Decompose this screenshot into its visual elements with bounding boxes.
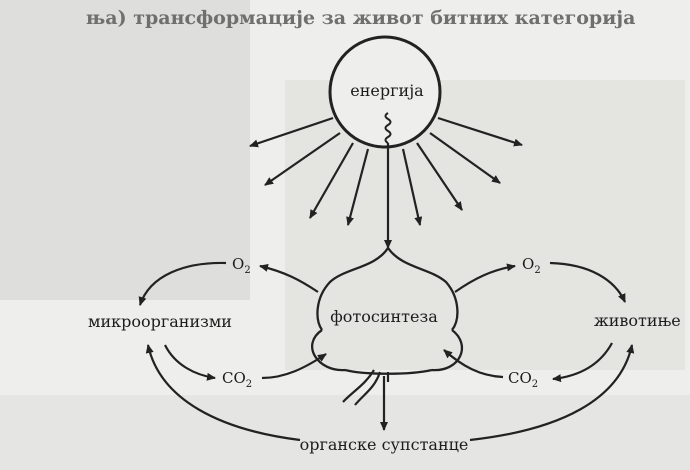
ray-7 [429, 132, 501, 184]
co2-left: CO2 [222, 369, 252, 390]
o2-left-sub: 2 [244, 265, 250, 276]
co2-left-base: CO [222, 369, 246, 387]
arrow-organic-to-animals [469, 344, 635, 442]
energy-label: енергија [350, 81, 424, 100]
energy-sun-circle [328, 35, 442, 149]
arrow-photosynthesis-to-o2-right [454, 263, 516, 293]
o2-right: O2 [522, 255, 541, 276]
co2-right: CO2 [508, 369, 538, 390]
arrow-co2-to-photosynthesis-right [443, 349, 504, 379]
ray-2 [264, 132, 341, 186]
o2-right-sub: 2 [534, 265, 540, 276]
arrow-o2-to-animals [549, 261, 627, 303]
cycle-arrows [138, 261, 635, 442]
ray-6 [416, 142, 463, 211]
ray-8 [437, 116, 523, 147]
arrow-microorganisms-to-co2 [164, 344, 216, 381]
ray-1 [249, 116, 334, 148]
arrow-photosynthesis-to-o2-left [259, 263, 319, 293]
energy-wave [384, 112, 392, 144]
ray-5 [401, 148, 423, 226]
o2-right-base: O [522, 255, 534, 273]
co2-left-sub: 2 [246, 379, 252, 390]
svg-text:O2: O2 [522, 255, 541, 276]
ray-3 [309, 142, 354, 219]
plant-roots [342, 369, 390, 406]
microorganisms-label: микроорганизми [88, 312, 232, 331]
svg-text:O2: O2 [232, 255, 251, 276]
co2-right-sub: 2 [532, 379, 538, 390]
arrow-co2-to-photosynthesis-left [261, 353, 327, 380]
animals-label: животиње [594, 311, 681, 330]
svg-text:CO2: CO2 [222, 369, 252, 390]
o2-left: O2 [232, 255, 251, 276]
photosynthesis-label: фотосинтеза [330, 307, 438, 326]
o2-left-base: O [232, 255, 244, 273]
ray-4 [346, 148, 370, 226]
arrow-o2-to-microorganisms [138, 261, 227, 306]
energy-rays [249, 116, 523, 226]
arrow-animals-to-co2 [552, 342, 613, 383]
organic-substances-label: органске супстанце [300, 435, 469, 454]
svg-text:CO2: CO2 [508, 369, 538, 390]
co2-right-base: CO [508, 369, 532, 387]
arrow-organic-to-microorganisms [145, 344, 301, 442]
header-title-fragment: ња) трансформације за живот битних катег… [86, 7, 636, 29]
plant-shape [311, 247, 463, 375]
